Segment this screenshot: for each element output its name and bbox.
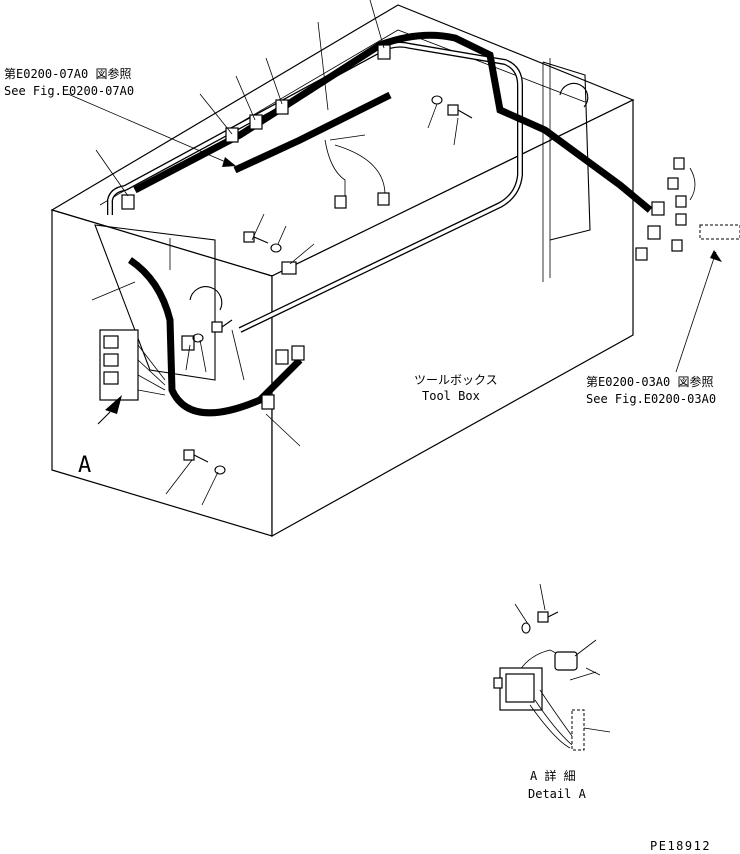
detail-label-en: Detail A [528, 787, 587, 801]
drawing-number: PE18912 [650, 839, 711, 853]
ref-right-jp: 第E0200-03A0 図参照 [586, 374, 713, 389]
tool-box [50, 4, 635, 538]
ref-top-left-jp: 第E0200-07A0 図参照 [4, 66, 131, 81]
leader-lines [67, 0, 722, 506]
front-connector-block [97, 329, 166, 425]
ref-top-left-en: See Fig.E0200-07A0 [4, 84, 134, 98]
front-bracket [94, 224, 223, 381]
detail-label-jp: A 詳 細 [530, 768, 576, 783]
ref-right-en: See Fig.E0200-03A0 [586, 392, 716, 406]
view-marker-a: A [78, 453, 91, 478]
branch-harness [324, 139, 390, 209]
pipe-route [107, 41, 523, 333]
fasteners [183, 95, 473, 475]
toolbox-label-en: Tool Box [422, 389, 480, 403]
detail-a [493, 583, 611, 751]
toolbox-label-jp: ツールボックス [414, 373, 498, 387]
right-connectors [635, 157, 740, 261]
harness-clamps [121, 44, 391, 410]
hinge-bracket-right [542, 61, 591, 241]
